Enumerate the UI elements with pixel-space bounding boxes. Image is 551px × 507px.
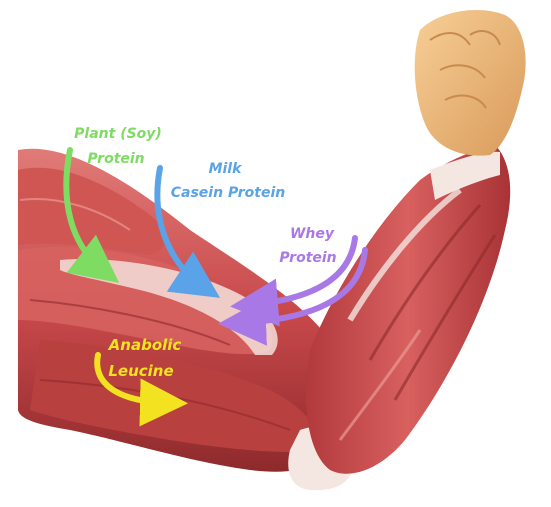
forearm-muscle	[306, 145, 510, 474]
milk-label-line2: Casein Protein	[171, 185, 286, 201]
plant-label-line1: Plant (Soy)	[74, 126, 162, 142]
whey-label-line2: Protein	[279, 250, 336, 266]
fist	[415, 10, 526, 156]
whey-label-line1: Whey	[290, 226, 335, 242]
milk-label-line1: Milk	[209, 161, 244, 177]
leucine-label-line1: Anabolic	[108, 336, 182, 354]
leucine-label-line2: Leucine	[108, 362, 173, 380]
plant-label-line2: Protein	[87, 151, 144, 167]
